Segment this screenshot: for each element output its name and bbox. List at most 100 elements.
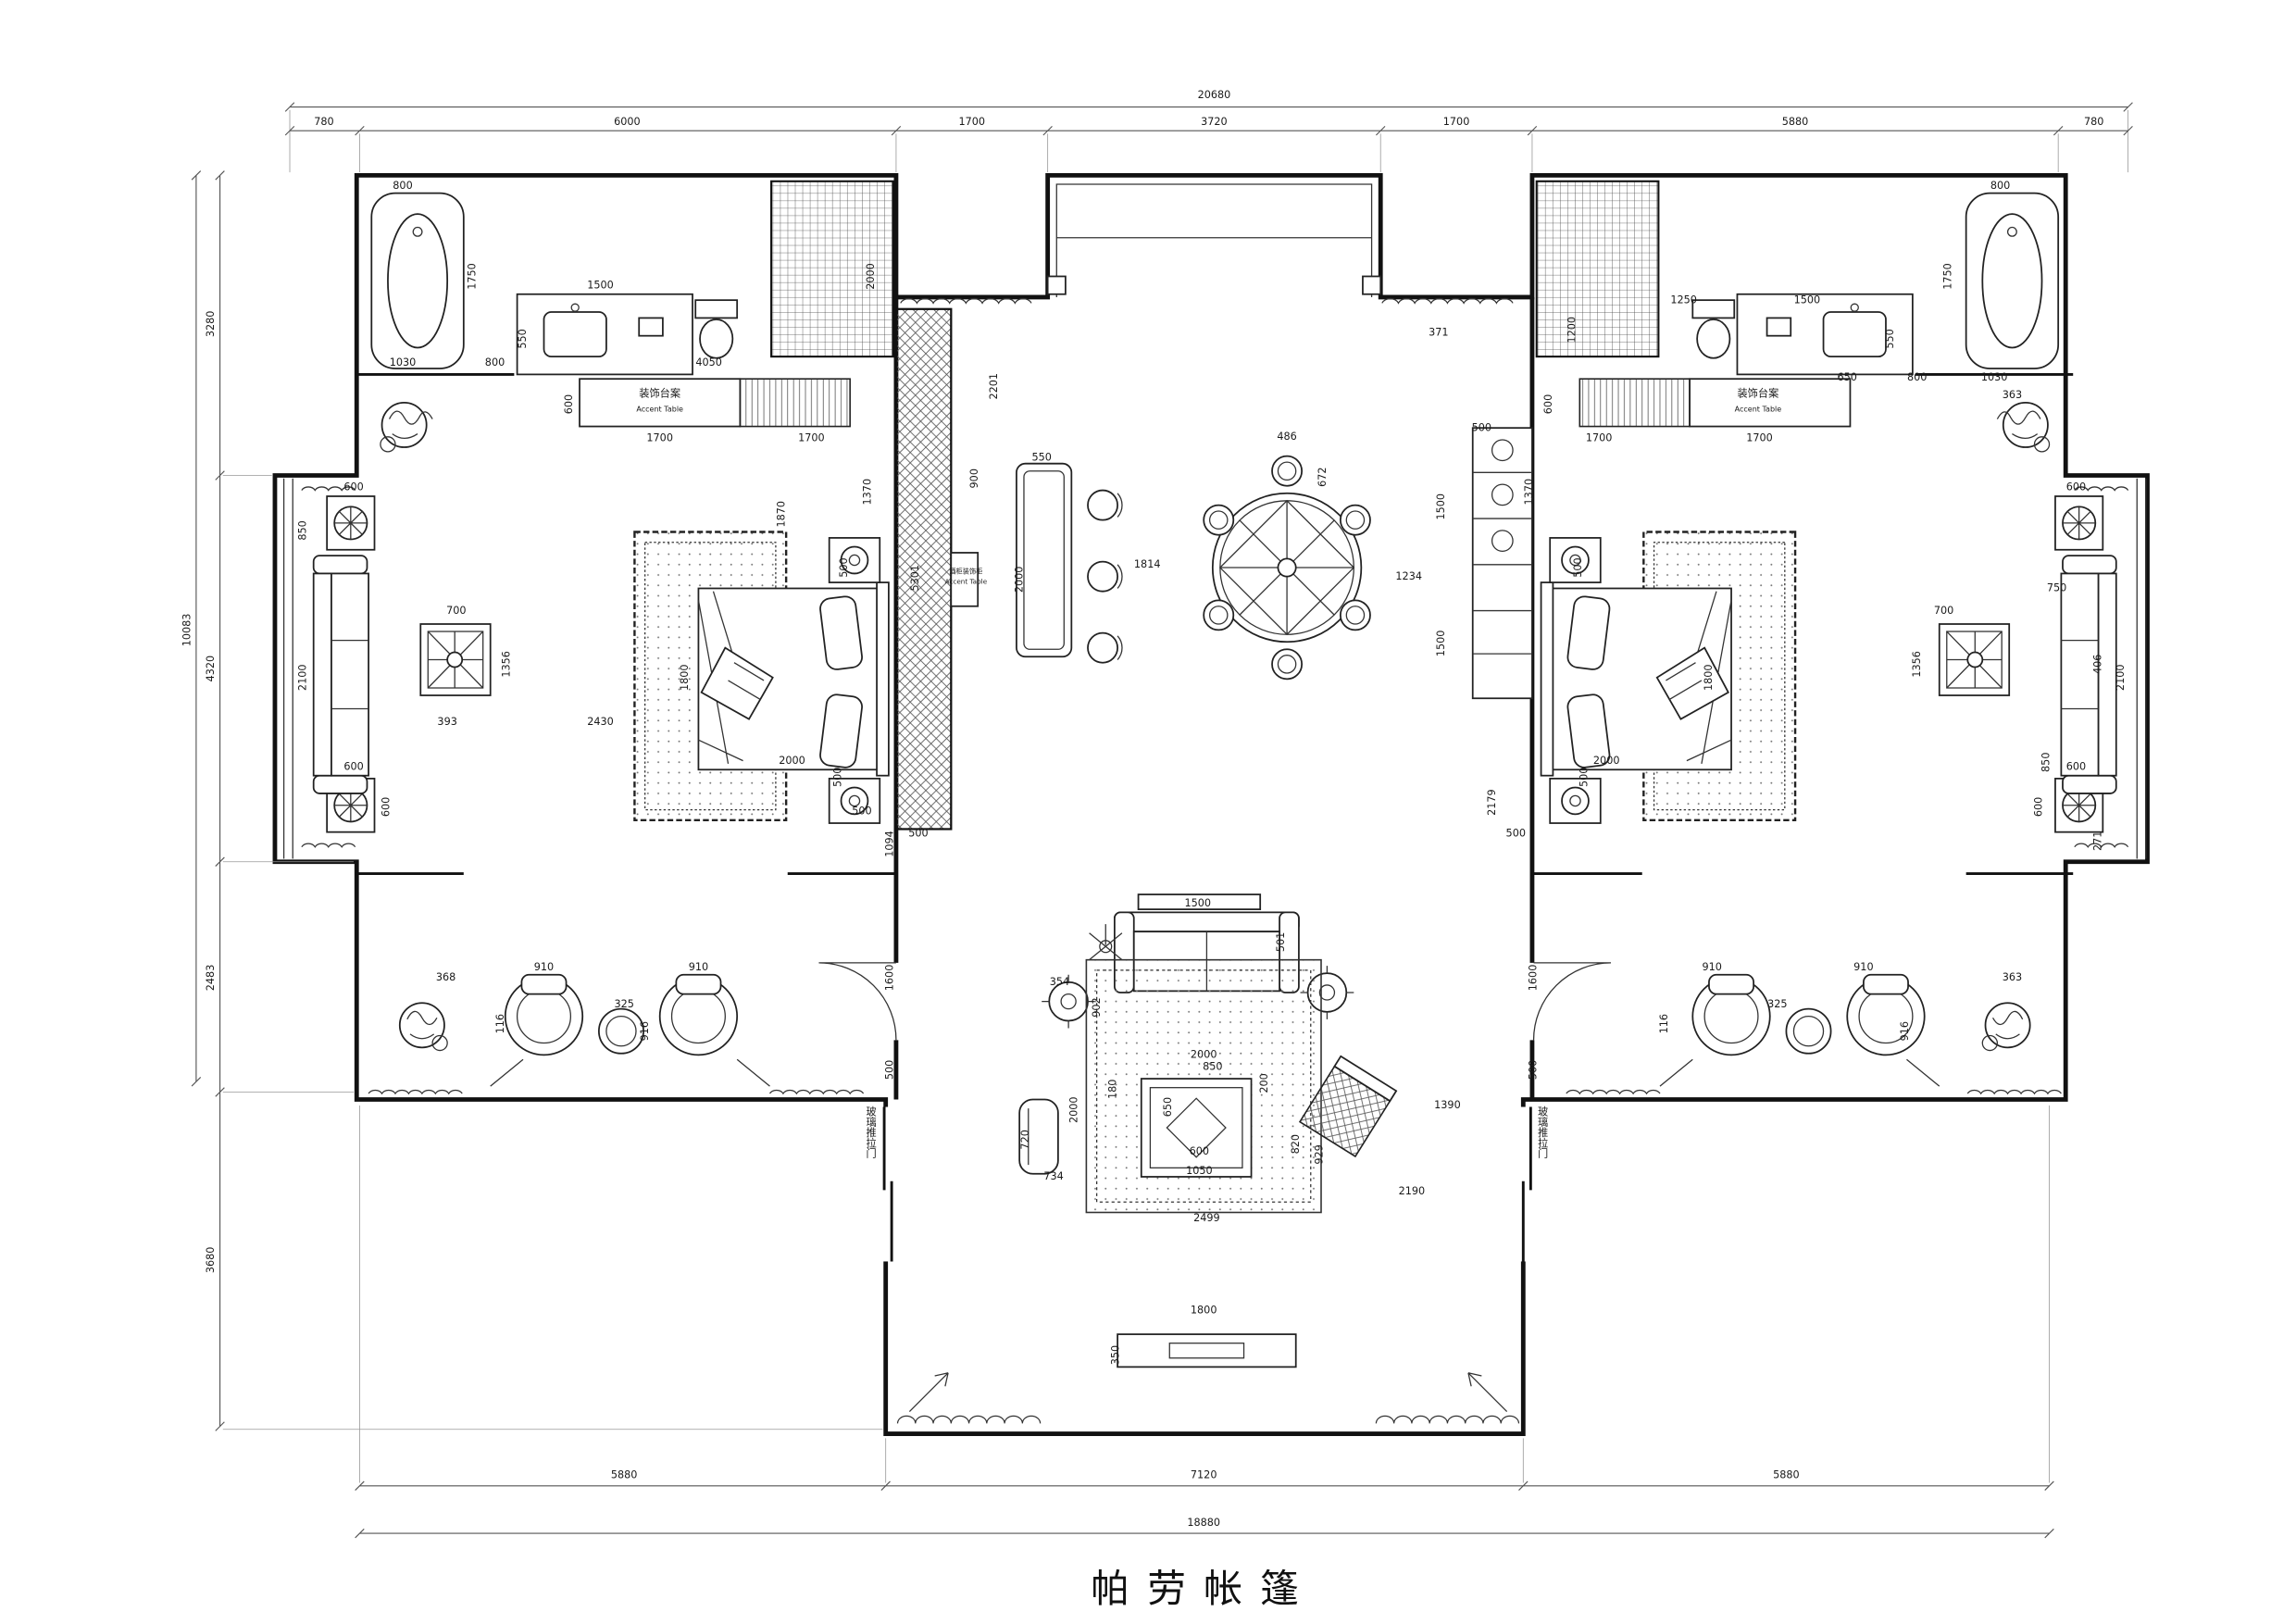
dimension-label: 1800 (1191, 1305, 1217, 1317)
dimension-label: 371 (1429, 327, 1448, 339)
dimension-label: 5880 (1782, 116, 1809, 128)
dimension-label: 2000 (1013, 567, 1025, 593)
floor-lamp (1042, 974, 1096, 1029)
dimension-label: 393 (437, 716, 456, 728)
dimension-label: 550 (1032, 451, 1052, 463)
dimension-label: 780 (2084, 116, 2103, 128)
dimension-label: 5301 (909, 565, 921, 592)
accent-chair-right (1298, 1055, 1398, 1158)
dimension-label: 800 (485, 356, 505, 369)
dimension-label: 600 (2066, 760, 2086, 772)
dimension-label: 600 (343, 481, 363, 493)
sliding-door-left (878, 1106, 893, 1262)
dining-chair (1271, 648, 1304, 681)
dimension-label: 1500 (587, 279, 614, 291)
accent-table-sublabel-right: Accent Table (1735, 406, 1782, 414)
dimension-label: 910 (1853, 961, 1873, 973)
dimension-label: 600 (1190, 1145, 1209, 1157)
dimension-label: 2430 (587, 716, 614, 728)
dimension-label: 2000 (865, 263, 877, 290)
dimension-label: 2179 (1486, 789, 1498, 816)
dimension-label: 1200 (1566, 317, 1578, 344)
dimension-label: 1814 (1134, 558, 1161, 570)
accent-chair-left (1018, 1098, 1059, 1175)
dining-chair (1203, 599, 1235, 631)
console-table (1137, 893, 1262, 910)
bar-stool (1087, 560, 1123, 593)
dimension-label: 3280 (205, 311, 217, 338)
dimension-label: 672 (1316, 467, 1329, 486)
dimension-label: 720 (1019, 1130, 1031, 1149)
lounge-chair (658, 973, 739, 1056)
center-area (878, 183, 1533, 1424)
dimension-label: 1600 (884, 965, 896, 992)
dimension-label: 1030 (1981, 371, 2008, 383)
dimension-label: 1370 (862, 479, 874, 506)
glass-sliding-door-label-right: 玻璃推拉门 (1537, 1106, 1549, 1159)
accent-table-label-left: 装饰台案 (639, 386, 680, 399)
plant (398, 1002, 448, 1052)
dimension-label: 1500 (1435, 631, 1447, 657)
tripod-lamp (1089, 924, 1123, 961)
dimension-label: 600 (2033, 797, 2045, 817)
bathtub (370, 192, 465, 369)
dimension-label: 2100 (2115, 664, 2127, 691)
vanity (516, 293, 693, 376)
dimension-label: 7120 (1191, 1469, 1217, 1481)
dimension-label: 368 (436, 971, 455, 983)
wine-cabinet-label: 酒柜装饰柜 (949, 567, 982, 575)
drawing-title: 帕劳帐篷 (1091, 1566, 1316, 1611)
dimension-label: 500 (1506, 827, 1526, 839)
accent-table-cabinet (356, 372, 851, 428)
dimension-label: 500 (908, 827, 928, 839)
dimension-label: 354 (1050, 976, 1069, 988)
dimension-label: 550 (517, 329, 529, 348)
decorative-table (419, 623, 492, 696)
dimension-label: 916 (1899, 1021, 1911, 1041)
dimension-label: 1700 (646, 432, 673, 444)
dimension-label: 4050 (695, 356, 722, 369)
window-sill (368, 1058, 865, 1095)
dimension-label: 800 (393, 180, 412, 192)
dimension-label: 2483 (205, 965, 217, 992)
dimension-label: 5880 (611, 1469, 638, 1481)
lounge-chair (504, 973, 584, 1056)
dimension-label: 5880 (1773, 1469, 1800, 1481)
dimension-label: 1356 (1911, 651, 1923, 678)
dimension-label: 1750 (1942, 263, 1954, 290)
dimension-label: 750 (2047, 582, 2066, 594)
wine-bar-cabinet (894, 307, 980, 831)
lounge-side-table (598, 1007, 644, 1055)
dining-chair (1339, 504, 1371, 536)
dimension-label: 4320 (205, 656, 217, 682)
dimension-label: 800 (1990, 180, 2010, 192)
dimension-label: 406 (2092, 655, 2104, 674)
dimension-label: 850 (297, 520, 309, 540)
wine-cabinet-sublabel: Accent Table (945, 578, 988, 586)
dimension-label: 500 (1472, 421, 1491, 433)
nightstand (828, 537, 881, 583)
dimension-label: 1356 (501, 651, 513, 678)
dining-chair (1203, 504, 1235, 536)
dimension-label: 902 (1091, 997, 1103, 1017)
dimension-label: 18880 (1187, 1517, 1220, 1529)
dimension-label: 325 (1767, 998, 1787, 1010)
dimension-label: 500 (838, 557, 850, 577)
dimension-label: 1600 (1528, 965, 1540, 992)
dimension-label: 486 (1277, 431, 1296, 443)
bar-stool (1087, 631, 1123, 664)
tv-cabinet (1117, 1333, 1297, 1368)
dimension-label: 1234 (1395, 570, 1422, 582)
dimension-label: 1030 (390, 356, 417, 369)
bed (697, 581, 890, 777)
door-swing (818, 962, 897, 1041)
dimension-label: 3720 (1201, 116, 1228, 128)
dimension-label: 20680 (1198, 89, 1231, 101)
dimension-label: 3680 (205, 1247, 217, 1274)
dimension-label: 116 (1658, 1014, 1670, 1033)
dimension-label: 500 (832, 768, 844, 787)
accent-table-label-right: 装饰台案 (1737, 386, 1778, 399)
toilet (694, 299, 739, 359)
